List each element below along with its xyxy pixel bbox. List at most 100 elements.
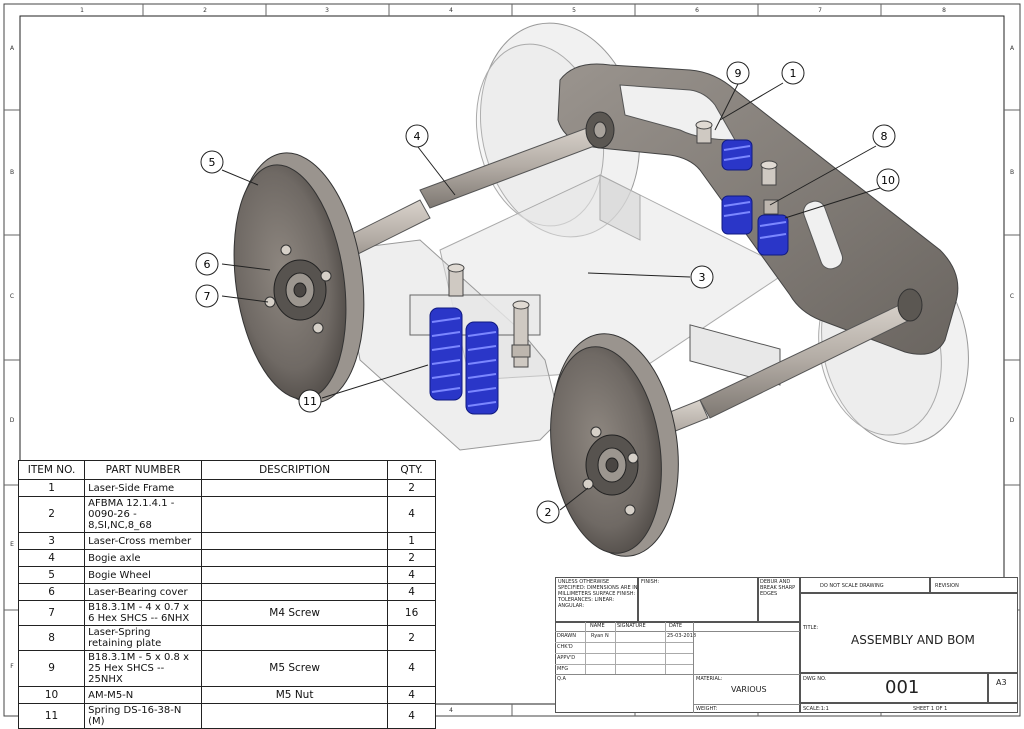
- col-label: 4: [449, 707, 453, 714]
- row-label: D: [10, 417, 15, 424]
- bom-part: Laser-Bearing cover: [84, 583, 203, 601]
- bom-desc: M5 Nut: [201, 686, 389, 704]
- bom-qty: 4: [387, 496, 436, 533]
- tb-revision: REVISION: [935, 583, 959, 589]
- row-label: C: [1010, 293, 1014, 300]
- tb-title-label: TITLE:: [803, 625, 819, 631]
- balloon-4: [405, 124, 429, 148]
- bom-part: Bogie axle: [84, 549, 203, 567]
- tb-deburr: DEBUR AND BREAK SHARP EDGES: [760, 579, 796, 597]
- screws-back: [695, 120, 779, 215]
- tb-qa: Q.A: [557, 676, 566, 682]
- col-label: 5: [572, 7, 576, 14]
- tb-size: A3: [996, 678, 1007, 687]
- bom-item: 6: [17, 583, 86, 601]
- screws-front: [447, 263, 531, 368]
- bom-header-item: ITEM NO.: [17, 460, 86, 480]
- bom-item: 10: [17, 686, 86, 704]
- bom-desc: [201, 566, 389, 584]
- balloon-label: 6: [204, 258, 211, 271]
- bom-item: 5: [17, 566, 86, 584]
- row-label: C: [10, 293, 14, 300]
- col-label: 3: [325, 7, 329, 14]
- balloon-label: 11: [303, 395, 317, 408]
- tb-material-label: MATERIAL:: [696, 676, 723, 682]
- tb-finish: FINISH:: [641, 579, 660, 585]
- balloon-label: 10: [881, 174, 895, 187]
- bom-part: AM-M5-N: [84, 686, 203, 704]
- bom-item: 11: [17, 703, 86, 729]
- bom-desc: M4 Screw: [201, 600, 389, 626]
- bom-qty: 4: [387, 650, 436, 687]
- tb-sheet: SHEET 1 OF 1: [913, 706, 948, 712]
- bom-desc: [201, 625, 389, 651]
- balloon-label: 4: [414, 130, 421, 143]
- col-label: 4: [449, 7, 453, 14]
- callout-balloons: 9 1 4 8 5 10 6 3 7 11 2: [195, 61, 900, 524]
- tb-dwg-no: 001: [885, 677, 920, 698]
- bom-qty: 4: [387, 703, 436, 729]
- bom-desc: [201, 549, 389, 567]
- tb-title: ASSEMBLY AND BOM: [851, 633, 975, 647]
- tb-scale: SCALE:1:1: [803, 706, 829, 712]
- bogie-assembly: [233, 22, 969, 557]
- bom-qty: 2: [387, 625, 436, 651]
- bom-item: 3: [17, 532, 86, 550]
- bom-desc: [201, 496, 389, 533]
- col-label: 7: [818, 7, 822, 14]
- balloon-8: [872, 124, 896, 148]
- frame-slot: [803, 200, 843, 270]
- bom-item: 1: [17, 479, 86, 497]
- tb-dwg-label: DWG NO.: [803, 676, 827, 682]
- tb-signature-header: SIGNATURE: [617, 623, 646, 629]
- row-label: B: [1010, 169, 1014, 176]
- tb-drawn-date: 25-03-2018: [667, 633, 697, 639]
- row-label: D: [1010, 417, 1015, 424]
- balloon-2: [536, 500, 560, 524]
- bom-qty: 2: [387, 479, 436, 497]
- balloon-label: 5: [209, 156, 216, 169]
- balloon-7: [195, 284, 219, 308]
- tb-do-not-scale: DO NOT SCALE DRAWING: [820, 583, 884, 589]
- balloon-10: [876, 168, 900, 192]
- bom-item: 8: [17, 625, 86, 651]
- balloon-5: [200, 150, 224, 174]
- balloon-label: 1: [790, 67, 797, 80]
- wheel-front-right: [550, 333, 679, 557]
- bom-qty: 4: [387, 583, 436, 601]
- bom-item: 7: [17, 600, 86, 626]
- col-label: 6: [695, 7, 699, 14]
- bom-part: B18.3.1M - 5 x 0.8 x 25 Hex SHCS -- 25NH…: [84, 650, 203, 687]
- balloon-9: [726, 61, 750, 85]
- row-label: A: [10, 45, 15, 52]
- balloon-label: 3: [699, 271, 706, 284]
- balloon-1: [781, 61, 805, 85]
- tb-notes: UNLESS OTHERWISE SPECIFIED: DIMENSIONS A…: [558, 579, 638, 609]
- bom-qty: 4: [387, 686, 436, 704]
- bom-part: Laser-Cross member: [84, 532, 203, 550]
- wheel-front-left: [233, 152, 365, 404]
- tb-material: VARIOUS: [731, 685, 767, 694]
- balloon-3: [690, 265, 714, 289]
- bom-header-part: PART NUMBER: [84, 460, 203, 480]
- bom-qty: 1: [387, 532, 436, 550]
- bom-desc: [201, 479, 389, 497]
- bom-qty: 4: [387, 566, 436, 584]
- bom-item: 4: [17, 549, 86, 567]
- col-label: 2: [203, 7, 207, 14]
- tb-date-header: DATE: [669, 623, 683, 629]
- tb-weight: WEIGHT:: [696, 706, 718, 712]
- balloon-11: [298, 389, 322, 413]
- col-label: 8: [942, 7, 946, 14]
